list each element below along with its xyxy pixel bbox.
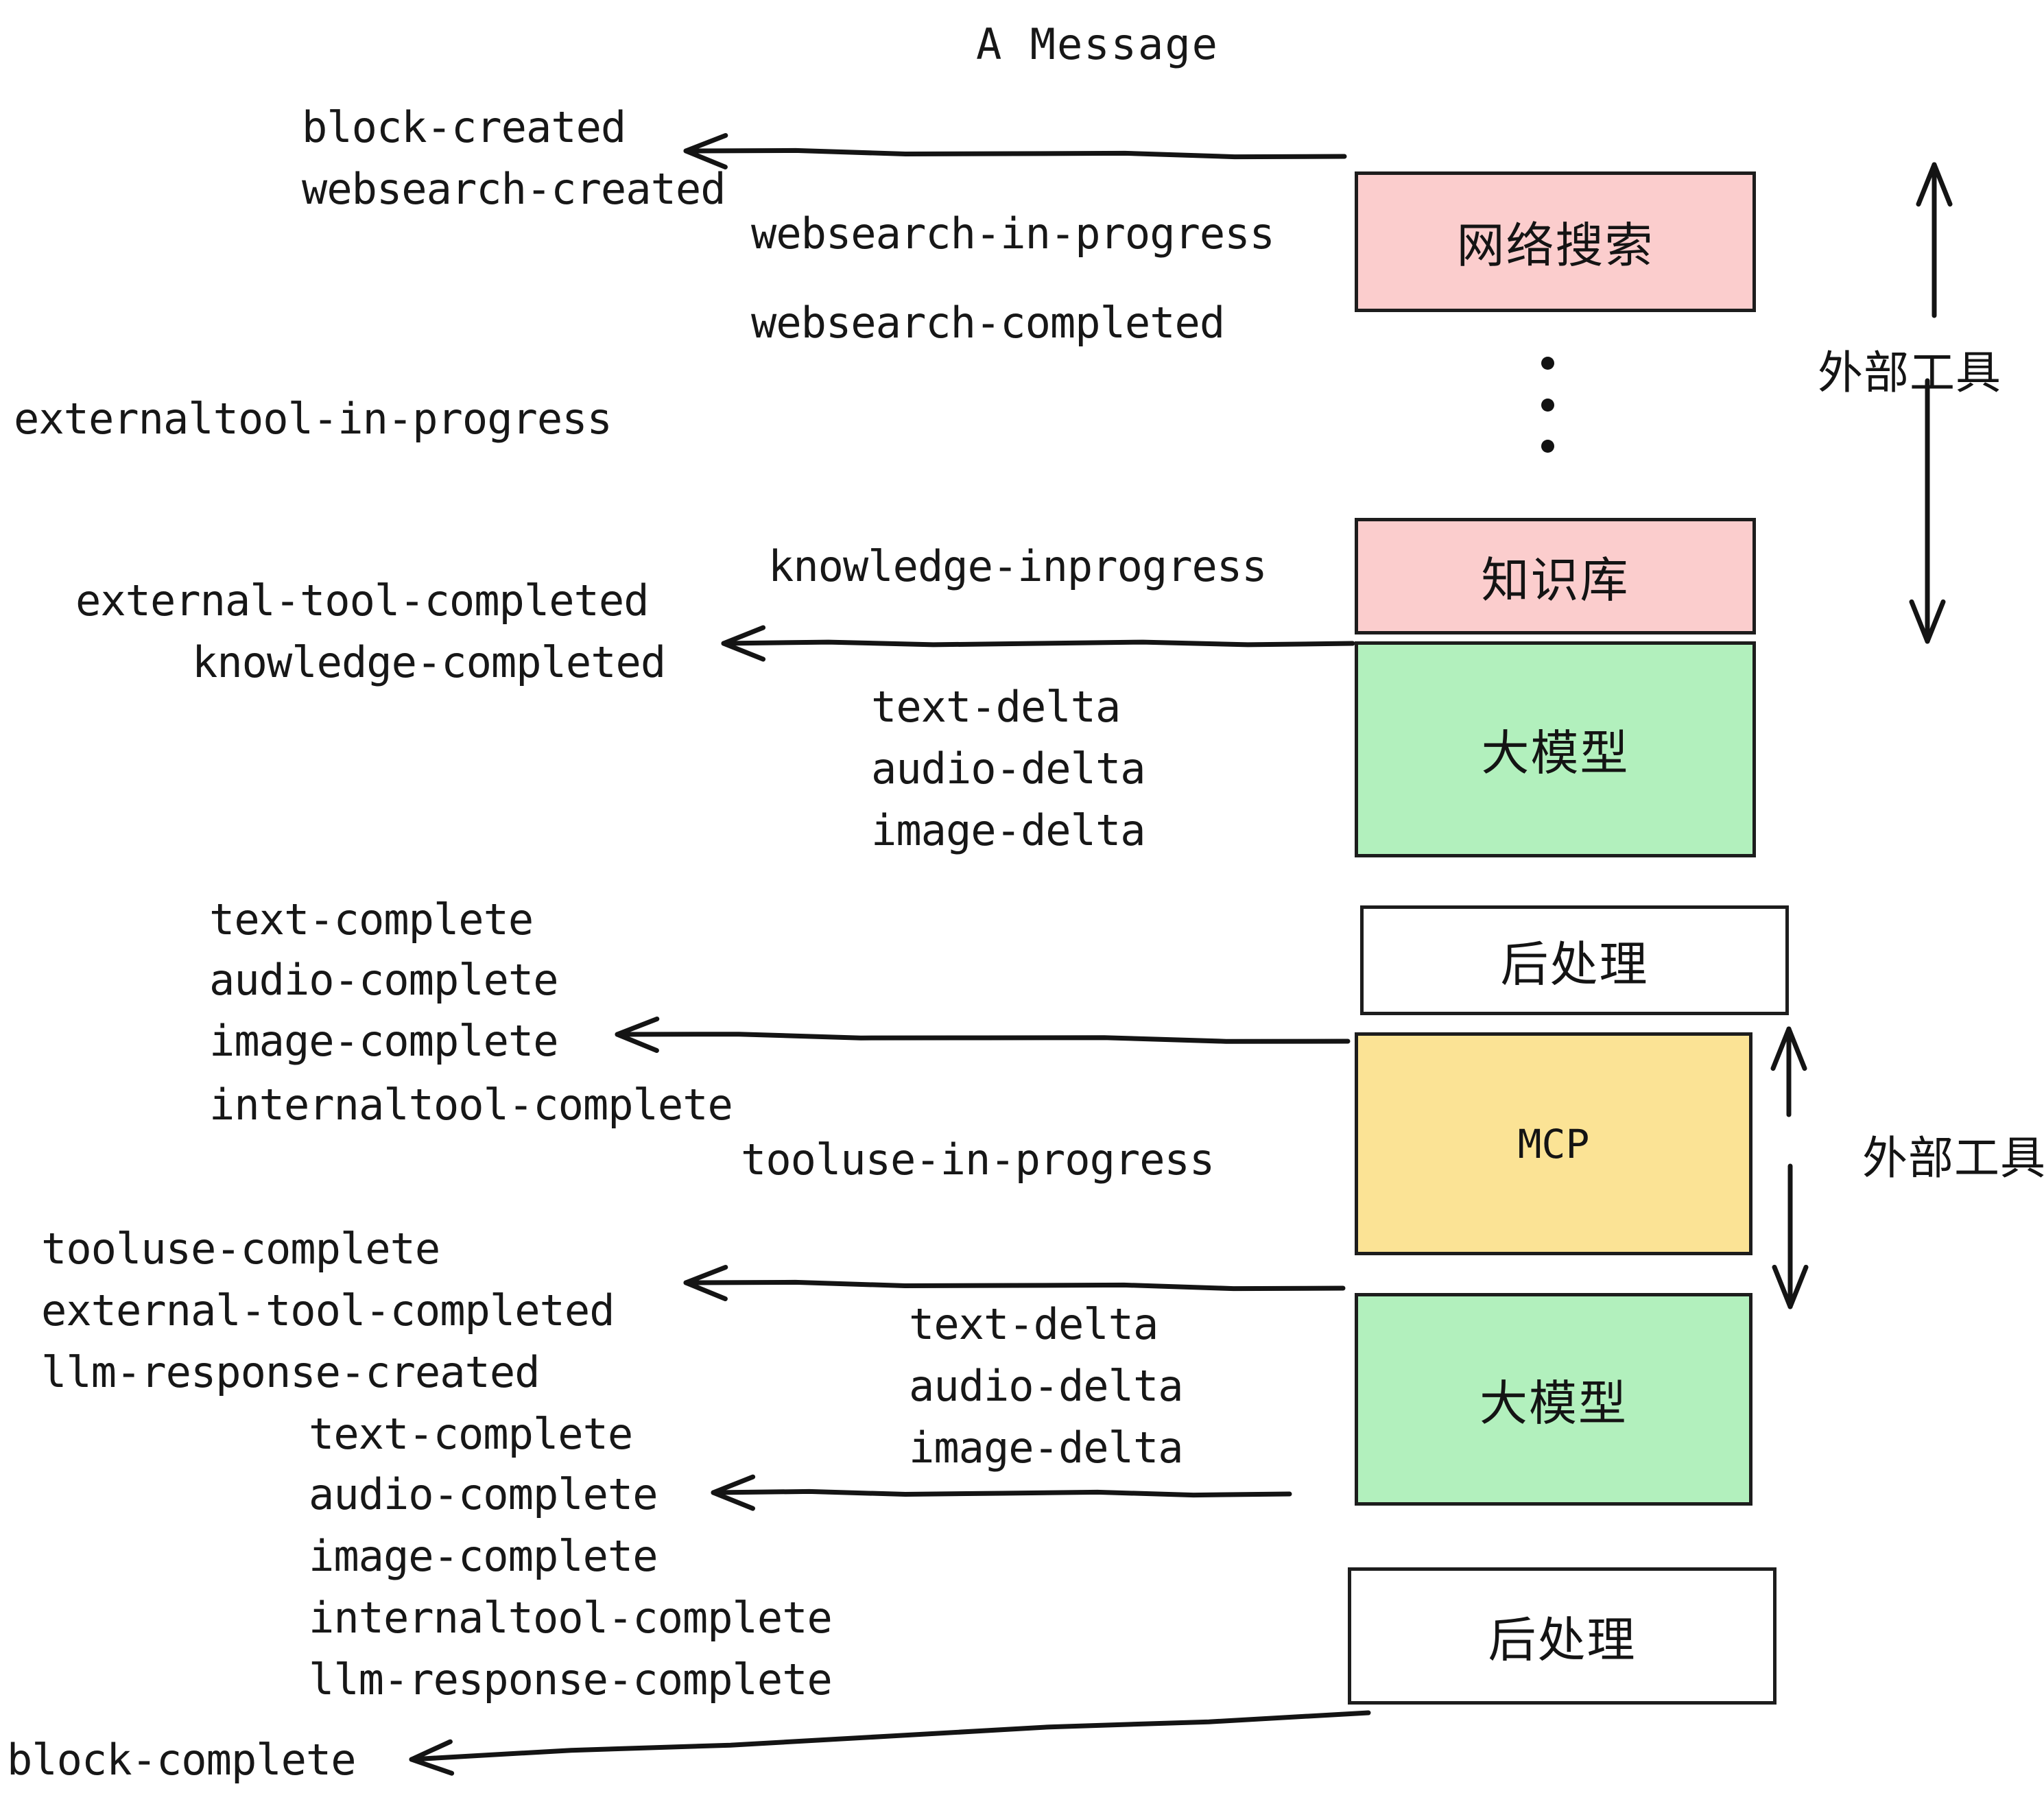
arrowhead-icon [1770,1026,1807,1071]
group-arrow-external-tool-arrow-up-bot [1770,1026,1807,1117]
arrowhead-icon [615,1017,660,1053]
event-arrow-arrow-mcp-to-tooluse [683,1265,1346,1301]
event-label-image-complete-1: image-complete [209,1016,559,1066]
event-label-internaltool-complete-1: internaltool-complete [209,1080,733,1130]
node-box-label: 大模型 [1479,1376,1628,1430]
event-arrow-arrow-postprocess1-to-image [615,1017,1351,1053]
event-arrow-arrow-knowledge-to-completed [721,625,1355,662]
event-label-audio-complete-2: audio-complete [309,1469,658,1519]
event-label-image-delta-2: image-delta [909,1423,1184,1473]
node-box-label: 知识库 [1481,553,1630,607]
ellipsis-dot [1541,398,1554,412]
event-label-text-delta-1: text-delta [871,682,1121,732]
event-label-text-delta-2: text-delta [909,1299,1158,1349]
node-box-postprocess-1[interactable]: 后处理 [1360,905,1789,1015]
group-arrow-external-tool-arrow-up-top [1916,162,1953,318]
event-label-externaltool-in-progress: externaltool-in-progress [14,394,613,444]
node-box-llm-1[interactable]: 大模型 [1355,641,1756,857]
page-title: A Message [976,19,1219,69]
event-label-text-complete-1: text-complete [209,894,534,945]
event-label-knowledge-completed: knowledge-completed [192,637,666,687]
vertical-ellipsis-icon [1541,357,1554,453]
event-label-block-complete: block-complete [7,1735,357,1785]
event-label-llm-response-complete: llm-response-complete [309,1654,833,1705]
node-box-label: 后处理 [1500,937,1649,991]
event-label-llm-response-created: llm-response-created [41,1347,540,1397]
arrowhead-icon [721,625,766,662]
ellipsis-dot [1541,440,1554,453]
node-box-postprocess-2[interactable]: 后处理 [1348,1567,1776,1705]
group-arrow-external-tool-arrow-down-top [1909,378,1946,644]
event-label-external-tool-completed-2: external-tool-completed [41,1285,615,1336]
event-arrow-arrow-websearch-to-block-created [683,133,1347,169]
event-label-websearch-completed: websearch-completed [751,298,1225,348]
event-label-websearch-created: websearch-created [302,164,726,214]
node-box-label: 网络搜索 [1456,219,1654,272]
node-box-label: MCP [1517,1120,1590,1167]
event-label-external-tool-completed-1: external-tool-completed [75,575,650,626]
event-label-audio-delta-2: audio-delta [909,1361,1184,1411]
node-box-label: 大模型 [1481,726,1630,780]
event-label-tooluse-complete: tooluse-complete [41,1224,440,1274]
event-label-image-complete-2: image-complete [309,1531,658,1581]
arrowhead-icon [1909,599,1946,644]
node-box-llm-2[interactable]: 大模型 [1355,1293,1752,1506]
event-label-knowledge-inprogress: knowledge-inprogress [768,541,1268,591]
arrowhead-icon [1772,1264,1809,1309]
node-box-knowledge[interactable]: 知识库 [1355,518,1756,634]
ellipsis-dot [1541,357,1554,370]
node-box-mcp[interactable]: MCP [1355,1032,1752,1255]
group-arrow-external-tool-arrow-down-bot [1772,1163,1809,1309]
event-label-audio-complete-1: audio-complete [209,955,559,1005]
event-label-block-created: block-created [302,102,626,152]
node-box-websearch[interactable]: 网络搜索 [1355,171,1756,312]
arrowhead-icon [711,1474,756,1511]
arrowhead-icon [683,1265,728,1301]
event-arrow-arrow-postprocess2-to-block [409,1710,1371,1776]
group-label-external-tools-bottom: 外部工具 [1862,1132,2044,1183]
arrowhead-icon [409,1739,455,1776]
event-label-image-delta-1: image-delta [871,805,1146,855]
group-label-external-tools-top: 外部工具 [1818,347,2001,398]
event-label-audio-delta-1: audio-delta [871,744,1146,794]
arrowhead-icon [1916,162,1953,207]
event-arrow-arrow-llm2-to-audio [711,1474,1292,1511]
event-label-websearch-in-progress: websearch-in-progress [751,209,1275,259]
event-label-text-complete-2: text-complete [309,1409,633,1459]
event-label-internaltool-complete-2: internaltool-complete [309,1593,833,1643]
event-label-tooluse-in-progress: tooluse-in-progress [741,1135,1215,1185]
arrowhead-icon [683,133,728,169]
node-box-label: 后处理 [1488,1613,1637,1667]
